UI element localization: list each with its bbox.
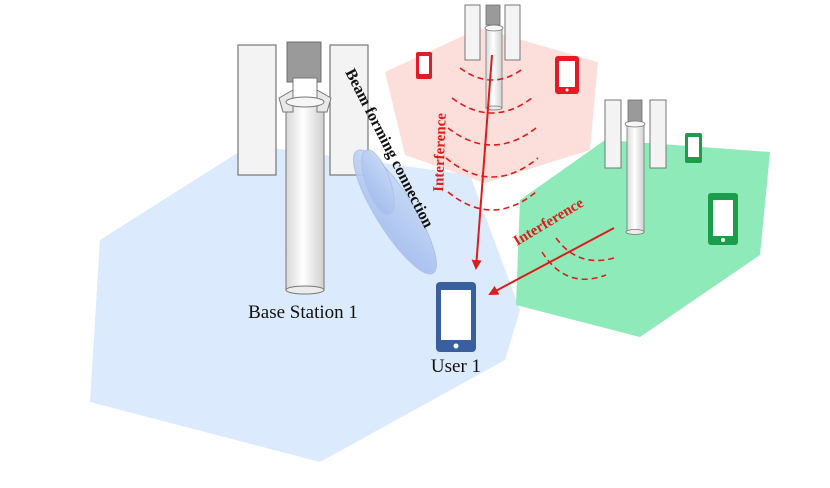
interference-waves-red: [445, 67, 539, 211]
interference-label-red: Interference: [431, 112, 450, 192]
user-1-phone-icon: [436, 282, 476, 352]
interference-arrow-red: [471, 54, 493, 270]
interfering-tower-green-icon: [604, 99, 667, 235]
beam-forming-lobes: [353, 149, 437, 275]
phone-green-large-icon: [708, 193, 738, 245]
phone-red-large-icon: [555, 56, 579, 94]
cell-green: [516, 140, 770, 337]
interfering-tower-red-icon: [464, 4, 521, 111]
base-station-label: Base Station 1: [248, 302, 358, 323]
interference-waves-green: [541, 237, 615, 281]
phone-green-small-icon: [685, 133, 702, 163]
user-label: User 1: [431, 356, 481, 377]
phone-red-small-icon: [416, 52, 432, 79]
interference-arrow-green: [488, 227, 615, 295]
